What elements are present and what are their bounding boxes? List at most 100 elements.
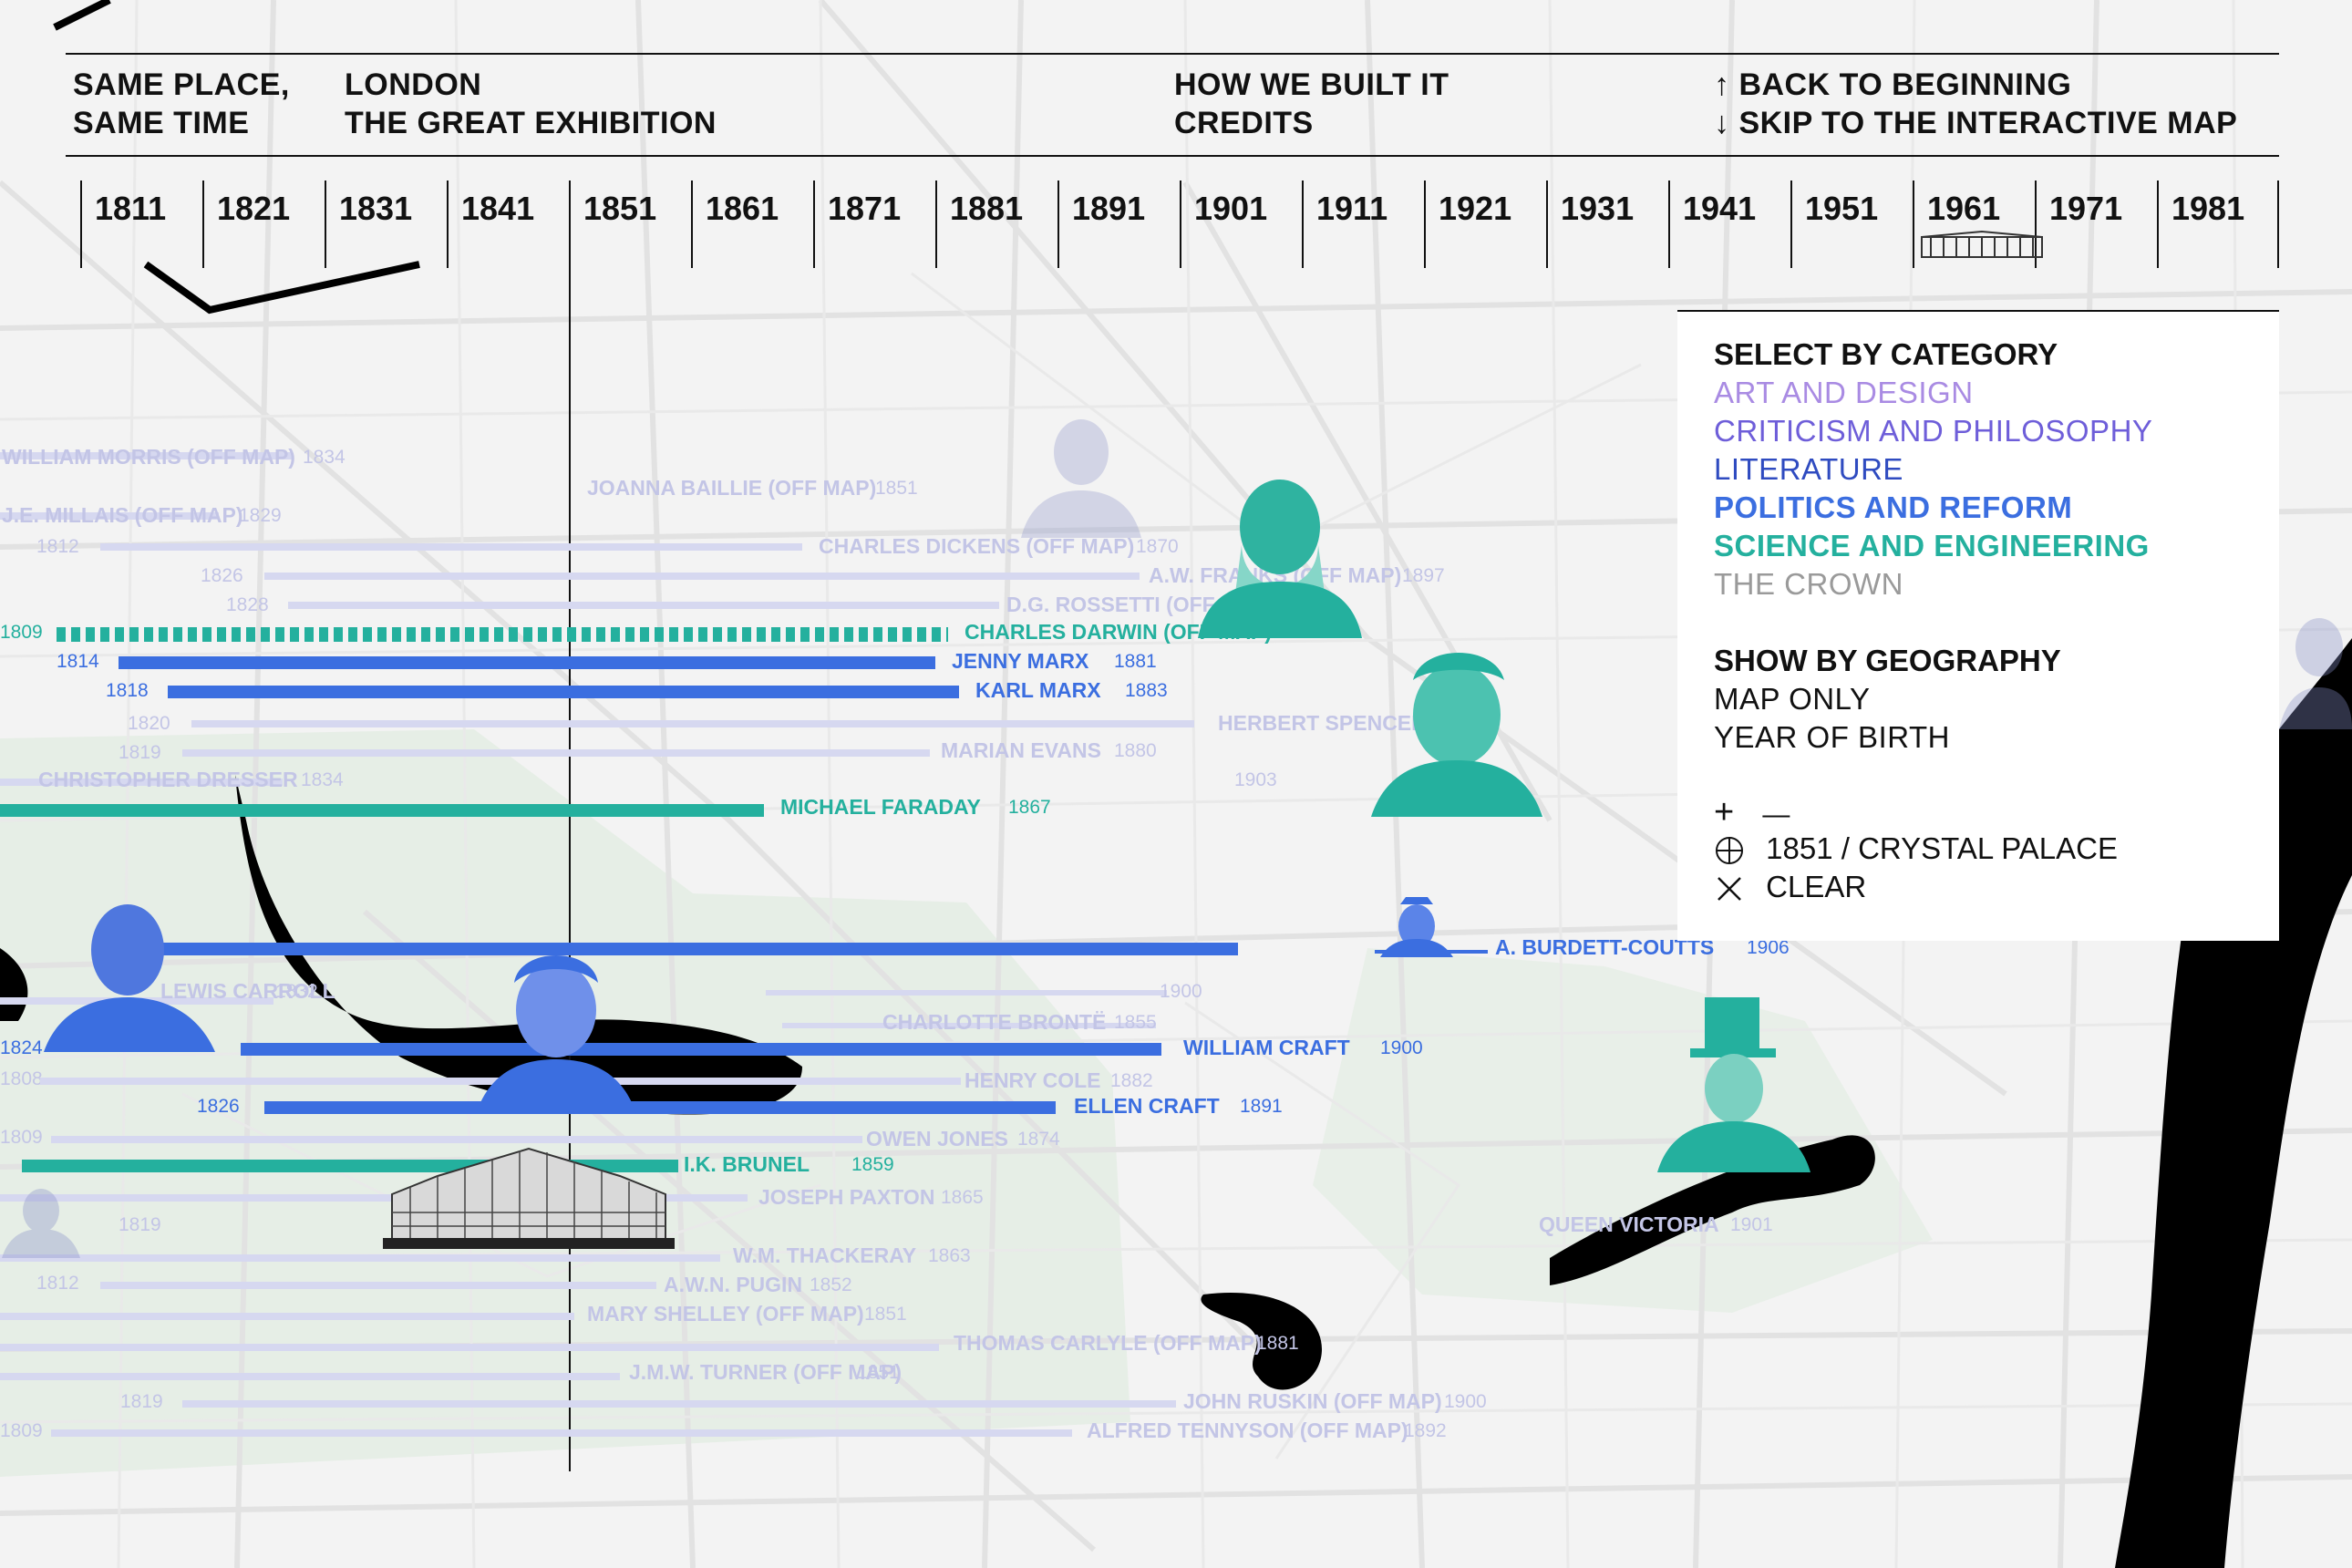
- person-label[interactable]: HERBERT SPENCER: [1218, 711, 1427, 735]
- lifespan-bar[interactable]: [766, 990, 1167, 995]
- current-year-indicator[interactable]: [569, 195, 571, 1471]
- william-craft-portrait[interactable]: [40, 892, 219, 1052]
- lifespan-bar[interactable]: [0, 512, 219, 520]
- lifespan-bar[interactable]: [119, 656, 935, 669]
- lifespan-bar[interactable]: [288, 602, 999, 609]
- year-tick[interactable]: 1821: [202, 181, 290, 268]
- lifespan-bar[interactable]: [782, 1023, 1156, 1028]
- year-tick[interactable]: 1841: [447, 181, 534, 268]
- person-label[interactable]: KARL MARX: [975, 678, 1101, 702]
- lifespan-bar[interactable]: [0, 804, 764, 817]
- lifespan-bar[interactable]: [51, 1136, 862, 1143]
- category-criticism-philosophy[interactable]: CRITICISM AND PHILOSOPHY: [1714, 414, 2153, 448]
- person-label[interactable]: MARY SHELLEY (OFF MAP): [587, 1302, 864, 1326]
- person-label[interactable]: I.K. BRUNEL: [684, 1152, 810, 1176]
- skip-to-map-link[interactable]: ↓ SKIP TO THE INTERACTIVE MAP: [1714, 106, 2238, 140]
- person-label[interactable]: J.M.W. TURNER (OFF MAP): [629, 1360, 902, 1384]
- lifespan-bar[interactable]: [0, 1373, 620, 1380]
- lifespan-bar[interactable]: [0, 779, 283, 786]
- person-label[interactable]: OWEN JONES: [866, 1127, 1008, 1150]
- year-tick[interactable]: 1981: [2157, 181, 2244, 268]
- year-tick[interactable]: 1861: [691, 181, 779, 268]
- geo-year-of-birth[interactable]: YEAR OF BIRTH: [1714, 720, 1950, 754]
- person-label[interactable]: JENNY MARX: [952, 649, 1089, 673]
- geo-map-only[interactable]: MAP ONLY: [1714, 682, 1871, 716]
- back-to-beginning-link[interactable]: ↑ BACK TO BEGINNING: [1714, 67, 2072, 102]
- clear-button[interactable]: CLEAR: [1714, 870, 1866, 904]
- person-label[interactable]: MARIAN EVANS: [941, 738, 1101, 762]
- person-label[interactable]: HENRY COLE: [965, 1068, 1101, 1092]
- person-label[interactable]: MICHAEL FARADAY: [780, 795, 981, 819]
- person-label[interactable]: WILLIAM MORRIS (OFF MAP): [2, 445, 295, 469]
- credits-link[interactable]: CREDITS: [1174, 106, 1314, 140]
- year-tick[interactable]: 1901: [1180, 181, 1267, 268]
- lifespan-bar[interactable]: [0, 1313, 574, 1320]
- death-year: 1870: [1136, 536, 1179, 557]
- lifespan-bar[interactable]: [100, 1282, 656, 1289]
- person-label[interactable]: W.M. THACKERAY: [733, 1243, 917, 1267]
- brunel-portrait[interactable]: [1654, 997, 1814, 1172]
- ellen-craft-portrait[interactable]: [469, 946, 644, 1114]
- year-tick[interactable]: 1921: [1424, 181, 1511, 268]
- person-label[interactable]: A.W.N. PUGIN: [664, 1273, 803, 1296]
- lifespan-bar[interactable]: [264, 573, 1140, 580]
- thames-river: [2115, 638, 2352, 1568]
- person-label[interactable]: J.E. MILLAIS (OFF MAP): [2, 503, 243, 527]
- year-tick[interactable]: 1831: [325, 181, 412, 268]
- lifespan-bar[interactable]: [119, 943, 1238, 955]
- crystal-palace-marker-icon[interactable]: [1918, 230, 2046, 263]
- death-year: 1851: [875, 478, 918, 499]
- lifespan-bar[interactable]: [0, 1254, 720, 1262]
- how-we-built-it-link[interactable]: HOW WE BUILT IT: [1174, 67, 1449, 102]
- lifespan-bar[interactable]: [182, 1400, 1176, 1408]
- person-label[interactable]: WILLIAM CRAFT: [1183, 1036, 1350, 1059]
- year-tick[interactable]: 1931: [1546, 181, 1634, 268]
- darwin-portrait[interactable]: [1189, 463, 1367, 638]
- year-tick[interactable]: 1881: [935, 181, 1023, 268]
- person-label[interactable]: JOSEPH PAXTON: [758, 1185, 935, 1209]
- year-tick[interactable]: 1941: [1668, 181, 1756, 268]
- person-label[interactable]: JOANNA BAILLIE (OFF MAP): [587, 476, 877, 500]
- category-science-engineering[interactable]: SCIENCE AND ENGINEERING: [1714, 529, 2150, 562]
- lifespan-bar[interactable]: [191, 720, 1194, 727]
- death-year: 1900: [1160, 981, 1202, 1002]
- lifespan-bar[interactable]: [51, 1429, 1072, 1437]
- category-politics-reform[interactable]: POLITICS AND REFORM: [1714, 490, 2073, 524]
- year-tick[interactable]: 1811: [80, 181, 166, 268]
- category-the-crown[interactable]: THE CROWN: [1714, 567, 1903, 601]
- lifespan-bar[interactable]: [0, 452, 292, 459]
- person-label[interactable]: QUEEN VICTORIA: [1539, 1212, 1719, 1236]
- lifespan-bar[interactable]: [182, 749, 930, 757]
- person-label[interactable]: CHARLOTTE BRONTË: [882, 1010, 1107, 1034]
- lifespan-bar[interactable]: [0, 1344, 939, 1351]
- year-tick[interactable]: 1891: [1057, 181, 1145, 268]
- person-label[interactable]: ALFRED TENNYSON (OFF MAP): [1087, 1418, 1408, 1442]
- crystal-palace-locate-button[interactable]: 1851 / CRYSTAL PALACE: [1714, 831, 2118, 866]
- person-label[interactable]: ELLEN CRAFT: [1074, 1094, 1220, 1118]
- person-label[interactable]: LEWIS CARROLL: [160, 979, 335, 1003]
- person-label[interactable]: CHRISTOPHER DRESSER: [38, 768, 298, 791]
- lifespan-bar[interactable]: [0, 1194, 748, 1202]
- category-art-design[interactable]: ART AND DESIGN: [1714, 376, 1974, 409]
- year-tick[interactable]: 1961: [1913, 181, 2000, 268]
- year-tick[interactable]: 1911: [1302, 181, 1387, 268]
- year-tick[interactable]: 1971: [2035, 181, 2122, 268]
- lifespan-bar[interactable]: [264, 1101, 1056, 1114]
- brand-link[interactable]: SAME PLACE, SAME TIME: [73, 66, 290, 142]
- burdett-coutts-portrait[interactable]: [1375, 895, 1459, 957]
- lifespan-bar[interactable]: [57, 627, 948, 642]
- lifespan-bar[interactable]: [100, 543, 802, 551]
- year-tick[interactable]: 1951: [1790, 181, 1878, 268]
- lifespan-bar[interactable]: [168, 686, 959, 698]
- crystal-palace-image[interactable]: [383, 1140, 675, 1249]
- person-label[interactable]: CHARLES DICKENS (OFF MAP): [819, 534, 1135, 558]
- year-tick[interactable]: 1871: [813, 181, 901, 268]
- faraday-portrait[interactable]: [1367, 644, 1546, 817]
- lifespan-bar[interactable]: [241, 1043, 1161, 1056]
- zoom-in-button[interactable]: +: [1714, 793, 1735, 831]
- person-label[interactable]: JOHN RUSKIN (OFF MAP): [1183, 1389, 1442, 1413]
- category-literature[interactable]: LITERATURE: [1714, 452, 1903, 486]
- person-label[interactable]: THOMAS CARLYLE (OFF MAP): [954, 1331, 1262, 1355]
- city-link[interactable]: LONDON THE GREAT EXHIBITION: [345, 66, 717, 142]
- zoom-out-button[interactable]: —: [1762, 799, 1790, 830]
